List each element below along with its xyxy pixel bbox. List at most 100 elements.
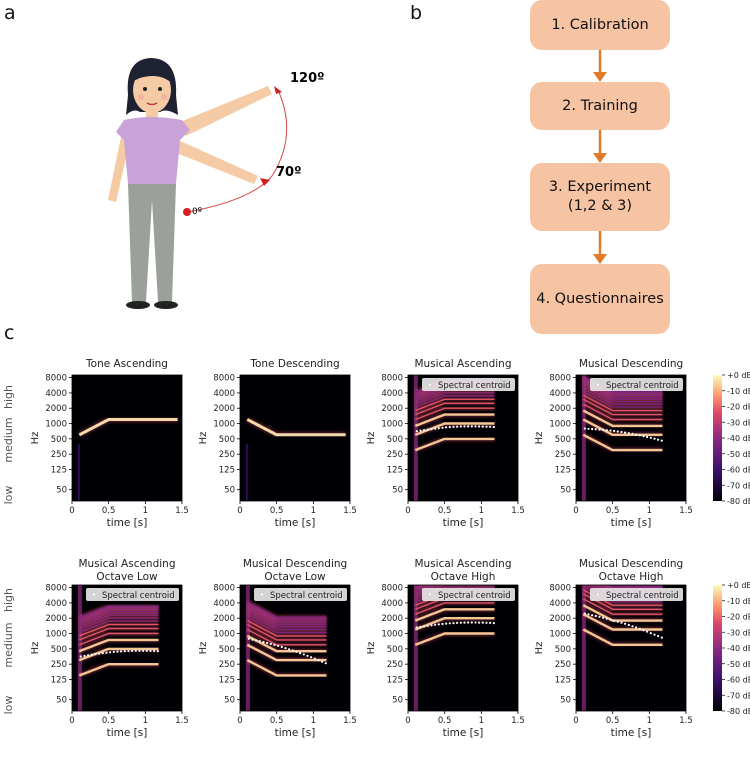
x-tick-label: 1 — [143, 716, 148, 726]
centroid-point — [481, 621, 484, 624]
onset-band — [413, 375, 418, 501]
legend-marker-icon — [92, 592, 96, 597]
y-tick-label: 50 — [560, 696, 571, 706]
panel-subtitle: Octave Low — [264, 571, 326, 583]
centroid-point — [127, 649, 130, 653]
y-tick-label: 1000 — [381, 630, 403, 640]
y-tick-label: 4000 — [213, 389, 235, 399]
y-tick-label: 250 — [555, 450, 571, 460]
centroid-point — [269, 642, 272, 645]
x-tick-label: 1.5 — [679, 716, 693, 726]
centroid-point — [445, 622, 448, 625]
panel-title: Musical Descending — [579, 358, 683, 370]
colorbar-tick-label: -70 dB — [727, 481, 750, 490]
centroid-point — [156, 650, 159, 653]
centroid-point — [105, 651, 108, 654]
y-tick-label: 125 — [555, 465, 571, 475]
y-tick-label: 2000 — [549, 404, 571, 414]
x-tick-label: 0 — [237, 716, 242, 726]
y-tick-label: 1000 — [45, 420, 67, 430]
harmonic-line — [582, 409, 663, 428]
y-tick-label: 50 — [560, 486, 571, 496]
centroid-point — [657, 634, 660, 638]
legend-box: Spectral centroid — [422, 588, 515, 601]
harmonic-line — [608, 585, 663, 588]
flow-arrow-icon — [593, 231, 607, 264]
centroid-point — [448, 622, 451, 625]
harmonic-line — [79, 605, 159, 618]
centroid-point — [423, 625, 426, 628]
centroid-point — [452, 425, 455, 428]
y-tick-label: 2000 — [381, 614, 403, 624]
y-tick-label: 4000 — [45, 599, 67, 609]
panel-label-c: c — [4, 322, 15, 344]
x-tick-label: 0.5 — [438, 716, 452, 726]
centroid-point — [459, 425, 462, 428]
onset-band — [77, 444, 80, 501]
y-axis-label: Hz — [198, 432, 209, 445]
x-tick-label: 1 — [647, 716, 652, 726]
onset-band — [413, 585, 418, 711]
centroid-point — [653, 437, 656, 440]
y-tick-label: 50 — [392, 696, 403, 706]
axes-frame — [575, 584, 687, 712]
y-tick-label: 125 — [51, 465, 67, 475]
x-tick-label: 0.5 — [102, 506, 116, 516]
y-tick-label: 500 — [555, 435, 571, 445]
shirt — [116, 117, 190, 184]
centroid-point — [613, 429, 616, 433]
y-tick-label: 500 — [51, 435, 67, 445]
colorbar-bottom: +0 dB-10 dB-20 dB-30 dB-40 dB-50 dB-60 d… — [713, 581, 750, 716]
spectrogram-background — [240, 375, 350, 501]
y-axis-label: Hz — [366, 642, 377, 655]
y-tick-label: 8000 — [549, 584, 571, 594]
centroid-point — [660, 636, 663, 639]
panel-title: Musical Descending — [579, 558, 683, 570]
centroid-point — [609, 429, 612, 432]
harmonic-line — [78, 638, 159, 653]
panel-title: Tone Descending — [249, 358, 339, 370]
colorbar-tick-label: -40 dB — [727, 434, 750, 443]
centroid-point — [646, 630, 649, 633]
centroid-point — [445, 426, 448, 429]
spectrogram-background — [72, 375, 182, 501]
centroid-point — [434, 623, 437, 626]
centroid-point — [474, 425, 477, 428]
onset-band — [77, 585, 82, 711]
harmonic-line — [583, 398, 663, 416]
centroid-point — [642, 435, 645, 438]
legend-background — [422, 378, 515, 391]
centroid-point — [631, 432, 634, 435]
colorbar-top: +0 dB-10 dB-20 dB-30 dB-40 dB-50 dB-60 d… — [713, 371, 750, 506]
y-tick-label: 125 — [387, 675, 403, 685]
centroid-point — [138, 649, 141, 652]
spectrogram-panel: Musical Ascending80004000200010005002501… — [366, 358, 525, 529]
row-label-low-1: low — [2, 486, 15, 505]
centroid-point — [635, 626, 638, 629]
row-label-medium-1: medium — [2, 417, 15, 462]
centroid-point — [616, 620, 619, 623]
legend-marker-icon — [428, 592, 432, 597]
centroid-point — [142, 649, 145, 652]
y-tick-label: 8000 — [381, 374, 403, 384]
harmonic-line — [415, 402, 495, 416]
x-tick-label: 1.5 — [343, 716, 357, 726]
arrow-70-icon — [260, 178, 270, 186]
y-tick-label: 250 — [555, 660, 571, 670]
centroid-point — [437, 623, 440, 626]
centroid-point — [419, 429, 422, 432]
centroid-point — [649, 436, 652, 439]
x-tick-label: 1.5 — [175, 506, 189, 516]
centroid-point — [247, 637, 250, 640]
harmonic-line — [246, 628, 327, 646]
x-tick-label: 0 — [237, 506, 242, 516]
y-tick-label: 50 — [56, 696, 67, 706]
harmonic-line — [414, 632, 495, 646]
centroid-point — [273, 643, 276, 646]
centroid-point — [426, 428, 429, 431]
legend-label: Spectral centroid — [270, 591, 343, 601]
centroid-point — [467, 425, 470, 428]
centroid-point — [605, 617, 608, 620]
centroid-point — [101, 652, 104, 655]
